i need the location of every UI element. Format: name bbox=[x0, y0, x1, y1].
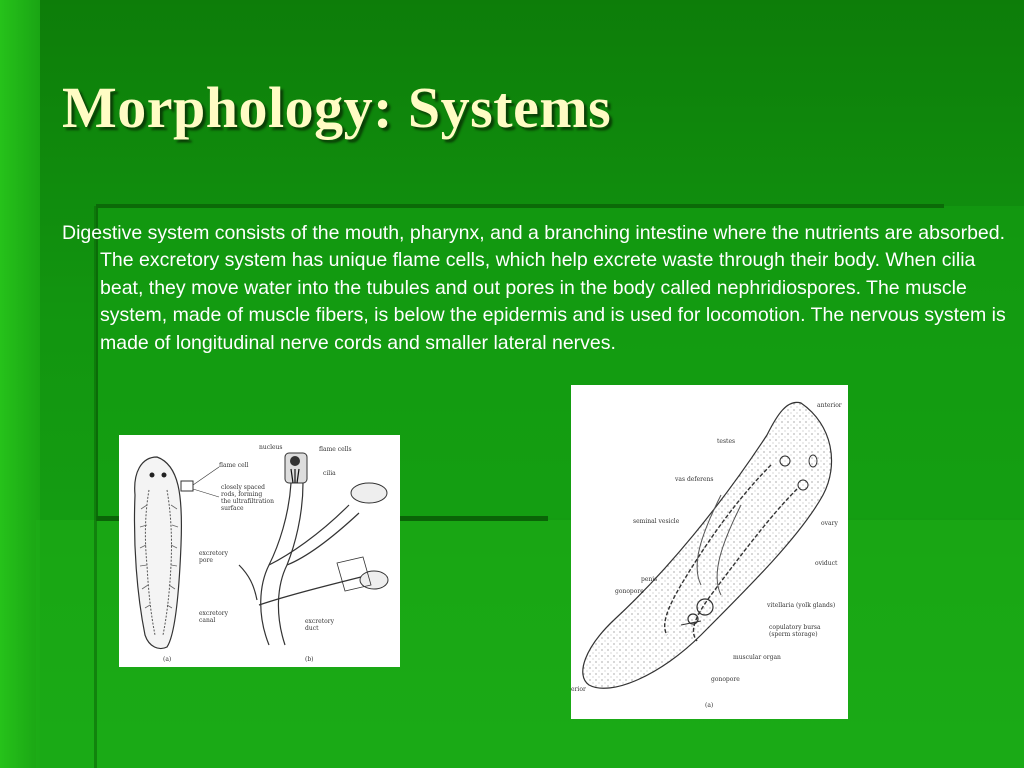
oviduct bbox=[692, 488, 798, 642]
label-duct-2: duct bbox=[305, 625, 319, 632]
label-testes: testes bbox=[717, 438, 735, 445]
label-gonopore-male: gonopore bbox=[615, 588, 644, 595]
tubule bbox=[260, 482, 304, 646]
ovary-left bbox=[779, 455, 791, 467]
label-canal-1: excretory bbox=[199, 610, 229, 617]
label-cilia: cilia bbox=[323, 470, 336, 477]
excretory-duct-line bbox=[258, 574, 370, 606]
label-pore-1: excretory bbox=[199, 550, 229, 557]
penis bbox=[687, 613, 699, 625]
label-rods-2: rods, forming bbox=[221, 491, 262, 498]
eyespot-right bbox=[161, 472, 167, 478]
label-oviduct: oviduct bbox=[815, 560, 838, 567]
pointer-line bbox=[192, 466, 220, 486]
label-duct-1: excretory bbox=[305, 618, 335, 625]
reproductive-system-figure: anterior testes vas deferens seminal ves… bbox=[571, 385, 848, 719]
eyespot bbox=[808, 454, 818, 468]
label-rods-1: closely spaced bbox=[221, 484, 265, 491]
slide-body-text: Digestive system consists of the mouth, … bbox=[62, 222, 1006, 354]
label-sperm-storage: (sperm storage) bbox=[769, 631, 818, 638]
vas-deferens bbox=[663, 464, 772, 636]
label-canal-2: canal bbox=[199, 617, 215, 624]
pointer-line bbox=[192, 488, 220, 498]
flame-cell-bulb-lower bbox=[359, 570, 389, 590]
nucleus-icon bbox=[290, 456, 300, 466]
label-posterior-partial: erior bbox=[571, 686, 586, 693]
background-divider-top bbox=[96, 204, 944, 208]
copulatory-bursa bbox=[696, 598, 714, 616]
label-anterior: anterior bbox=[817, 402, 842, 409]
tubule-left bbox=[238, 564, 258, 601]
reproductive-diagram: anterior testes vas deferens seminal ves… bbox=[571, 401, 842, 709]
label-gonopore-female: gonopore bbox=[711, 676, 740, 683]
background-divider-vertical bbox=[94, 206, 97, 768]
ovary-right bbox=[797, 479, 809, 491]
label-seminal-vesicle: seminal vesicle bbox=[633, 518, 680, 525]
excretory-diagram: nucleus flame cells flame cell cilia clo… bbox=[133, 444, 389, 663]
section-plane bbox=[336, 556, 372, 592]
label-flame-cells: flame cells bbox=[319, 446, 352, 453]
excretory-system-figure: nucleus flame cells flame cell cilia clo… bbox=[119, 435, 400, 667]
gonopore-line bbox=[680, 620, 702, 626]
label-vitellaria: vitellaria (yolk glands) bbox=[766, 602, 835, 609]
branch-network bbox=[139, 504, 179, 609]
background-strip-left bbox=[0, 0, 40, 768]
slide-title: Morphology: Systems bbox=[62, 75, 612, 140]
label-ovary: ovary bbox=[821, 520, 838, 527]
label-pore-2: pore bbox=[199, 557, 213, 564]
flatworm-body bbox=[582, 401, 833, 689]
label-copulatory-bursa: copulatory bursa bbox=[769, 624, 821, 631]
eyespot-left bbox=[149, 472, 155, 478]
flame-cell-box bbox=[180, 480, 194, 492]
label-panel-a: (a) bbox=[163, 656, 171, 663]
label-panel-a: (a) bbox=[705, 702, 713, 709]
flame-cell-bulb bbox=[350, 482, 388, 504]
seminal-vesicle bbox=[696, 494, 742, 596]
label-rods-3: the ultrafiltration bbox=[221, 498, 274, 505]
label-panel-b: (b) bbox=[305, 656, 314, 663]
flatworm-body bbox=[133, 456, 183, 650]
label-penis: penis bbox=[641, 576, 657, 583]
label-flame-cell: flame cell bbox=[219, 462, 249, 469]
tubule-branch bbox=[268, 504, 360, 566]
label-nucleus: nucleus bbox=[259, 444, 283, 451]
label-vas-deferens: vas deferens bbox=[674, 476, 713, 483]
label-rods-4: surface bbox=[221, 505, 244, 512]
cilia-tuft bbox=[290, 468, 300, 484]
label-muscular-organ: muscular organ bbox=[733, 654, 781, 661]
